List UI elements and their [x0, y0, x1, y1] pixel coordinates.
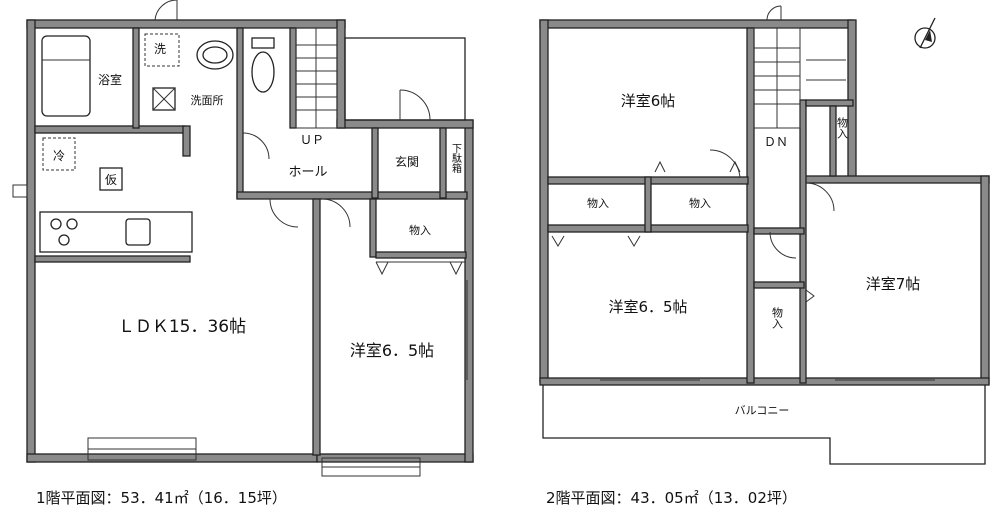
- room-label-washroom: 洗面所: [191, 94, 224, 107]
- room-label-up: ＵＰ: [300, 133, 324, 147]
- room-label-storage-c: 物入: [836, 116, 849, 139]
- room-label-entrance: 玄関: [395, 154, 419, 169]
- floor-2-caption: 2階平面図：43．05㎡（13．02坪）: [546, 489, 797, 507]
- room-label-hall: ホール: [288, 165, 327, 180]
- bathtub-icon: [41, 35, 91, 117]
- room-label-western-1f: 洋室6．5帖: [350, 341, 434, 360]
- fridge-mark: 冷: [53, 149, 65, 163]
- room-label-balcony: バルコニー: [735, 404, 790, 417]
- room-label-ldk: ＬＤＫ15．36帖: [118, 317, 246, 337]
- room-label-shoe-cabinet: 下駄箱: [450, 143, 462, 174]
- washer-mark: 洗: [154, 42, 166, 56]
- stove-icon: [50, 218, 78, 246]
- room-label-bath: 浴室: [98, 72, 122, 87]
- room-label-western-7: 洋室7帖: [866, 275, 921, 293]
- floor-1-plan: 浴室 洗面所 洗 冷 仮 ＵＰ ホール 玄関 下駄箱 物入 ＬＤＫ15．36帖 …: [12, 0, 474, 477]
- room-label-storage-a: 物入: [587, 196, 609, 210]
- temp-mark: 仮: [105, 173, 117, 187]
- room-label-storage-1f: 物入: [409, 223, 431, 237]
- room-label-storage-d: 物入: [771, 306, 784, 329]
- north-arrow-icon: [914, 17, 936, 49]
- floor-1-caption: 1階平面図：53．41㎡（16．15坪）: [36, 489, 287, 507]
- floor-2-plan: 洋室6帖 物入 物入 ＤＮ 物入 物入 洋室6．5帖 洋室7帖 バルコニー: [539, 5, 990, 465]
- stairs-2f: [753, 27, 846, 129]
- room-label-western-6: 洋室6帖: [621, 92, 676, 110]
- room-label-western-65: 洋室6．5帖: [608, 298, 687, 316]
- room-label-dn: ＤＮ: [764, 135, 788, 149]
- room-label-storage-b: 物入: [689, 196, 711, 210]
- stairs-1f: [295, 27, 338, 129]
- washing-machine-icon: [144, 33, 180, 67]
- fridge-icon: [42, 137, 76, 171]
- toilet-icon: [251, 37, 275, 93]
